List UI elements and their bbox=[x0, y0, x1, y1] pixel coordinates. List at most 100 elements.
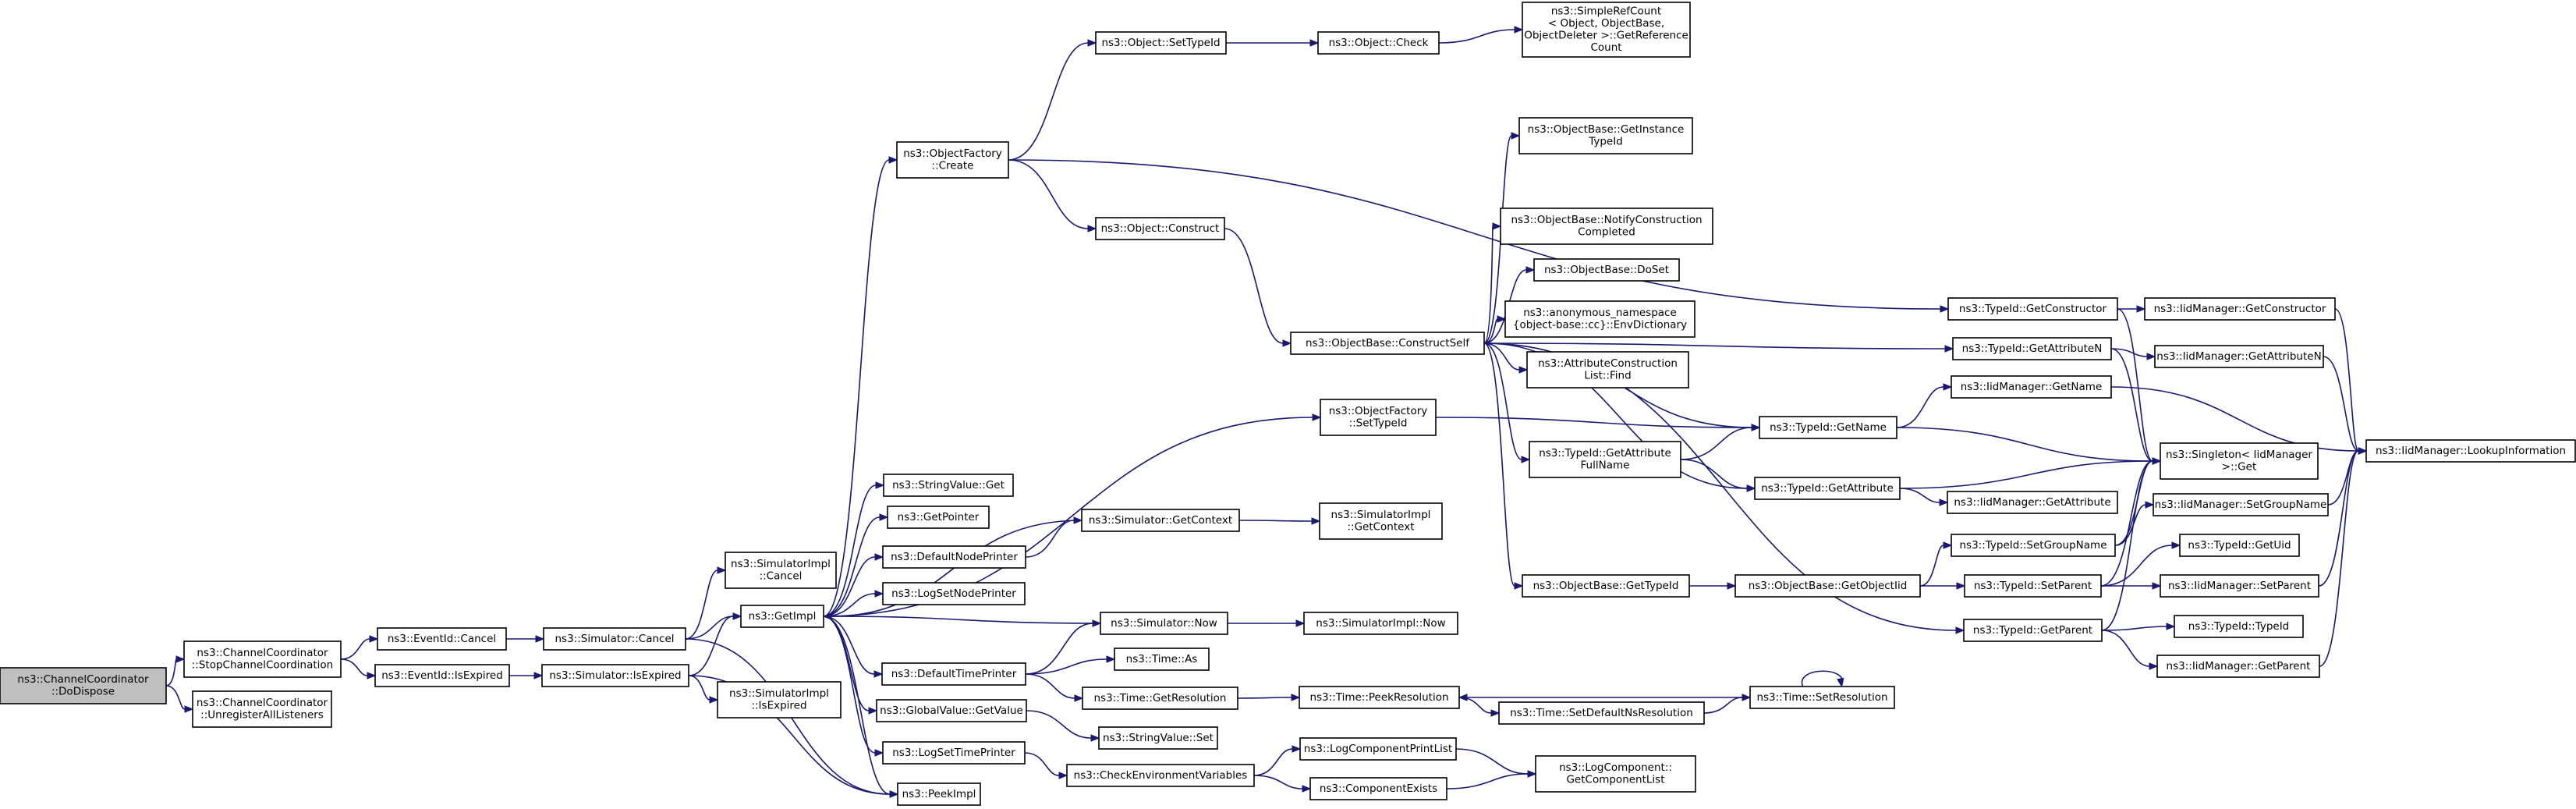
node-label: ns3::ObjectFactory bbox=[903, 147, 1002, 160]
edge-line bbox=[2101, 626, 2167, 631]
graph-node[interactable]: ns3::IidManager::GetAttributeN bbox=[2154, 345, 2324, 368]
edge-arrowhead bbox=[717, 566, 727, 574]
graph-node[interactable]: ns3::ObjectFactory::Create bbox=[896, 141, 1009, 179]
graph-node[interactable]: ns3::TypeId::SetGroupName bbox=[1951, 534, 2116, 557]
graph-edge bbox=[505, 635, 545, 643]
graph-node[interactable]: ns3::TypeId::GetParent bbox=[1963, 619, 2103, 642]
graph-node[interactable]: ns3::TypeId::GetName bbox=[1759, 416, 1897, 439]
graph-node[interactable]: ns3::EventId::Cancel bbox=[377, 627, 507, 651]
graph-edge bbox=[1899, 457, 2162, 489]
graph-node[interactable]: ns3::IidManager::GetAttribute bbox=[1947, 491, 2118, 514]
edge-line bbox=[1008, 159, 1089, 229]
graph-node[interactable]: ns3::Object::SetTypeId bbox=[1095, 31, 1227, 55]
edge-line bbox=[1237, 697, 1292, 699]
node-label: ns3::Time::GetResolution bbox=[1093, 692, 1226, 704]
graph-node[interactable]: ns3::ObjectBase::DoSet bbox=[1533, 258, 1680, 282]
graph-node[interactable]: ns3::Time::GetResolution bbox=[1082, 687, 1238, 710]
graph-node[interactable]: ns3::ChannelCoordinator::DoDispose bbox=[0, 667, 167, 704]
graph-node[interactable]: ns3::anonymous_namespace{object-base::cc… bbox=[1504, 300, 1695, 338]
graph-node[interactable]: ns3::GlobalValue::GetValue bbox=[876, 699, 1027, 722]
graph-node[interactable]: ns3::Simulator::GetContext bbox=[1081, 509, 1240, 532]
graph-node[interactable]: ns3::LogSetTimePrinter bbox=[882, 741, 1026, 765]
graph-node[interactable]: ns3::Simulator::Now bbox=[1100, 612, 1228, 635]
graph-node[interactable]: ns3::GetImpl bbox=[740, 605, 824, 628]
graph-node[interactable]: ns3::EventId::IsExpired bbox=[374, 664, 510, 687]
graph-node[interactable]: ns3::SimulatorImpl::GetContext bbox=[1319, 502, 1443, 540]
node-box bbox=[1522, 2, 1691, 58]
graph-node[interactable]: ns3::Time::SetDefaultNsResolution bbox=[1498, 701, 1705, 725]
graph-edge bbox=[1680, 459, 1756, 492]
node-box bbox=[2160, 442, 2319, 480]
graph-node[interactable]: ns3::ObjectFactory::SetTypeId bbox=[1320, 399, 1437, 436]
graph-node[interactable]: ns3::SimulatorImpl::Cancel bbox=[725, 552, 837, 589]
graph-node[interactable]: ns3::ObjectBase::GetTypeId bbox=[1522, 574, 1690, 598]
graph-node[interactable]: ns3::Time::PeekResolution bbox=[1299, 686, 1460, 709]
node-box bbox=[1947, 491, 2118, 514]
graph-node[interactable]: ns3::ObjectBase::ConstructSelf bbox=[1290, 332, 1485, 355]
graph-node[interactable]: ns3::TypeId::GetAttributeN bbox=[1952, 337, 2112, 360]
graph-node[interactable]: ns3::SimulatorImpl::IsExpired bbox=[717, 681, 842, 719]
edge-line bbox=[823, 516, 881, 617]
graph-node[interactable]: ns3::Simulator::IsExpired bbox=[541, 664, 689, 687]
graph-node[interactable]: ns3::ChannelCoordinator::StopChannelCoor… bbox=[183, 640, 342, 678]
graph-node[interactable]: ns3::TypeId::GetConstructor bbox=[1947, 297, 2118, 321]
graph-node[interactable]: ns3::LogSetNodePrinter bbox=[882, 582, 1026, 605]
edge-arrowhead bbox=[367, 672, 377, 679]
edge-arrowhead bbox=[2358, 447, 2368, 455]
node-box bbox=[1518, 117, 1693, 154]
graph-node[interactable]: ns3::PeekImpl bbox=[897, 782, 981, 806]
graph-node[interactable]: ns3::DefaultNodePrinter bbox=[882, 545, 1026, 569]
graph-node[interactable]: ns3::SimulatorImpl::Now bbox=[1303, 612, 1458, 635]
graph-edge bbox=[1483, 222, 1502, 344]
graph-node[interactable]: ns3::Time::SetResolution bbox=[1749, 686, 1895, 709]
graph-node[interactable]: ns3::IidManager::GetName bbox=[1951, 375, 2112, 399]
graph-node[interactable]: ns3::ChannelCoordinator::UnregisterAllLi… bbox=[192, 690, 332, 728]
graph-node[interactable]: ns3::IidManager::GetConstructor bbox=[2144, 297, 2336, 321]
edge-line bbox=[1025, 623, 1093, 675]
graph-node[interactable]: ns3::DefaultTimePrinter bbox=[881, 662, 1026, 686]
graph-node[interactable]: ns3::LogComponentPrintList bbox=[1299, 737, 1457, 761]
graph-node[interactable]: ns3::StringValue::Get bbox=[883, 474, 1014, 497]
graph-node[interactable]: ns3::IidManager::GetParent bbox=[2156, 655, 2320, 678]
graph-node[interactable]: ns3::TypeId::TypeId bbox=[2174, 615, 2304, 638]
edge-arrowhead bbox=[888, 156, 898, 164]
graph-node[interactable]: ns3::TypeId::GetAttribute bbox=[1754, 477, 1901, 500]
graph-node[interactable]: ns3::Object::Construct bbox=[1095, 217, 1225, 240]
graph-node[interactable]: ns3::Object::Check bbox=[1317, 31, 1440, 55]
edge-line bbox=[2323, 356, 2359, 452]
graph-edge bbox=[1458, 697, 1501, 717]
graph-node[interactable]: ns3::TypeId::SetParent bbox=[1964, 574, 2102, 598]
node-label: ns3::Time::PeekResolution bbox=[1309, 691, 1448, 704]
graph-node[interactable]: ns3::LogComponent::GetComponentList bbox=[1535, 755, 1696, 793]
graph-node[interactable]: ns3::Singleton< IidManager>::Get bbox=[2160, 442, 2319, 480]
node-box bbox=[1290, 332, 1485, 355]
edge-arrowhead bbox=[1309, 39, 1320, 47]
graph-node[interactable]: ns3::TypeId::GetUid bbox=[2179, 534, 2300, 557]
graph-node[interactable]: ns3::IidManager::LookupInformation bbox=[2365, 439, 2576, 463]
node-box bbox=[1734, 574, 1921, 598]
graph-node[interactable]: ns3::ComponentExists bbox=[1309, 777, 1447, 800]
graph-node[interactable]: ns3::Simulator::Cancel bbox=[543, 627, 686, 651]
graph-node[interactable]: ns3::ObjectBase::NotifyConstructionCompl… bbox=[1500, 208, 1713, 245]
graph-edge bbox=[1008, 159, 1950, 313]
graph-node[interactable]: ns3::CheckEnvironmentVariables bbox=[1066, 764, 1255, 787]
node-label: ns3::SimulatorImpl::Now bbox=[1316, 617, 1445, 630]
node-label: ns3::DefaultNodePrinter bbox=[891, 551, 1018, 563]
edge-line bbox=[2117, 308, 2153, 462]
graph-node[interactable]: ns3::ObjectBase::GetObjectIid bbox=[1734, 574, 1921, 598]
graph-node[interactable]: ns3::IidManager::SetGroupName bbox=[2153, 493, 2329, 516]
graph-node[interactable]: ns3::IidManager::SetParent bbox=[2160, 574, 2319, 598]
graph-node[interactable]: ns3::GetPointer bbox=[887, 506, 990, 529]
node-label: ns3::StringValue::Set bbox=[1103, 732, 1214, 744]
graph-node[interactable]: ns3::SimpleRefCount< Object, ObjectBase,… bbox=[1522, 2, 1691, 58]
edge-line bbox=[688, 616, 734, 676]
edge-line bbox=[2334, 308, 2359, 452]
graph-node[interactable]: ns3::StringValue::Set bbox=[1098, 726, 1218, 750]
graph-node[interactable]: ns3::Time::As bbox=[1114, 648, 1210, 671]
node-label: ns3::ChannelCoordinator bbox=[197, 647, 328, 659]
graph-edge bbox=[508, 672, 544, 679]
edge-arrowhead bbox=[2136, 305, 2146, 313]
